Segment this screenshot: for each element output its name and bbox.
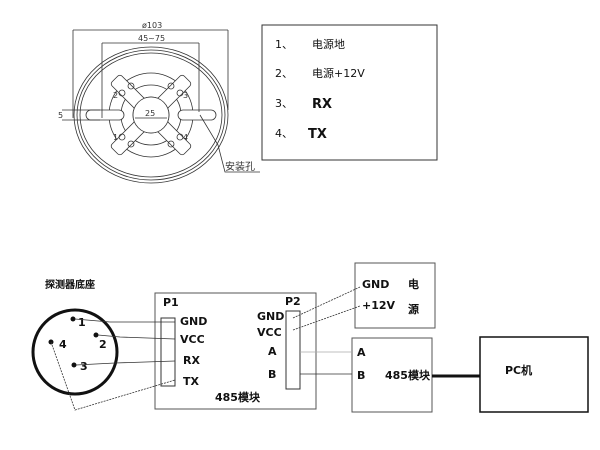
pin-legend-box xyxy=(261,24,438,161)
p1-vcc: VCC xyxy=(180,333,205,346)
module-box xyxy=(154,292,317,410)
legend-label: RX xyxy=(312,97,332,112)
base-pin-1: 1 xyxy=(78,316,86,329)
pin-4-number: 4 xyxy=(183,133,188,142)
legend-label: 电源+12V xyxy=(312,66,365,80)
dimension-labels: ø103 45~75 25 5 1 2 3 4 安装孔 xyxy=(58,21,255,173)
power-label-1: 电 xyxy=(408,277,419,291)
rs485-title: 485模块 xyxy=(385,368,431,382)
legend-num: 4、 xyxy=(275,127,293,140)
power-label-2: 源 xyxy=(408,302,419,316)
base-pin-2: 2 xyxy=(99,338,107,351)
p2-a: A xyxy=(268,345,277,358)
legend-num: 1、 xyxy=(275,38,293,51)
rs485-b: B xyxy=(357,369,365,382)
base-pin-4: 4 xyxy=(59,338,67,351)
p2-connector xyxy=(285,310,301,390)
base-pins xyxy=(48,316,99,368)
p1-tx: TX xyxy=(183,375,200,388)
power-gnd: GND xyxy=(362,278,389,291)
wires xyxy=(50,286,480,411)
detector-base-circle xyxy=(31,308,119,396)
pin-2-number: 2 xyxy=(113,91,118,100)
legend-num: 2、 xyxy=(275,67,293,80)
pin-legend: 1、 电源地 2、 电源+12V 3、 RX 4、 TX xyxy=(275,37,365,142)
base-dimension-drawing xyxy=(62,29,260,184)
p1-rx: RX xyxy=(183,354,200,367)
detector-base-label: 探测器底座 xyxy=(45,278,95,291)
p2-label: P2 xyxy=(285,295,301,308)
center-diameter-label: 25 xyxy=(145,109,155,118)
p1-label: P1 xyxy=(163,296,179,309)
outer-diameter-label: ø103 xyxy=(142,21,162,30)
p2-b: B xyxy=(268,368,276,381)
legend-label: 电源地 xyxy=(312,37,345,51)
base-pin-3: 3 xyxy=(80,360,88,373)
p1-connector xyxy=(160,317,176,387)
legend-num: 3、 xyxy=(275,97,293,110)
p2-gnd: GND xyxy=(257,310,284,323)
hole-span-label: 45~75 xyxy=(138,34,165,43)
power-12v: +12V xyxy=(362,299,396,312)
rs485-a: A xyxy=(357,346,366,359)
legend-label: TX xyxy=(308,127,327,142)
p2-vcc: VCC xyxy=(257,326,282,339)
pc-box xyxy=(479,336,589,413)
slot-width-label: 5 xyxy=(58,111,63,120)
pc-label: PC机 xyxy=(505,363,532,377)
pin-1-number: 1 xyxy=(113,133,118,142)
power-box xyxy=(354,262,436,329)
mount-hole-label: 安装孔 xyxy=(225,160,255,173)
p1-gnd: GND xyxy=(180,315,207,328)
module-title: 485模块 xyxy=(215,390,261,404)
pin-3-number: 3 xyxy=(183,91,188,100)
